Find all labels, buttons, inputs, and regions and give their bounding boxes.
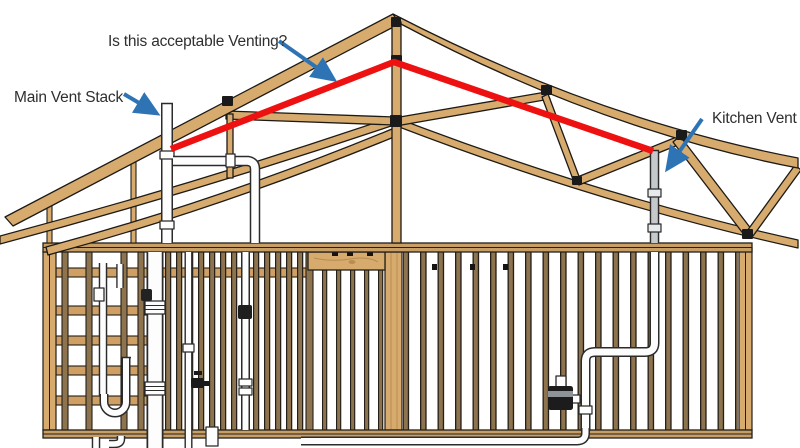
arrow-kitchen-vent [665,117,704,173]
kitchen-drain-pipe [301,252,660,446]
annotation-arrows [122,39,704,173]
web-post-right [541,93,581,183]
bottom-chord-right [393,116,799,249]
cleanout-box [205,426,219,447]
kitchen-vent-pipe [647,149,662,243]
main-vent-stack-pipe [159,102,175,243]
wall-studs-middle [150,252,306,430]
wall-studs-under-header [315,270,385,430]
arrow-main-vent [122,92,161,116]
attic-branch-pipe [173,153,261,243]
annotation-question-label: Is this acceptable Venting? [108,33,288,50]
proposed-vent-path [169,58,655,155]
main-stack-wall-pipe [141,252,166,448]
annotation-kitchen-vent-label: Kitchen Vent [712,110,798,127]
web-diagonal-right-3 [746,164,800,237]
wall-pipe-with-valve [182,252,210,448]
roof-truss [0,13,800,256]
left-drain-trap-pipe [91,263,131,448]
web-post-left [226,113,234,179]
door-header [307,251,386,271]
arrow-question [277,39,338,82]
trimmer-stud [305,251,314,431]
plumbing [91,102,662,448]
branch-drop-pipe [238,252,253,430]
rafter-right [392,13,799,169]
built-up-post [384,251,403,431]
annotation-main-vent-label: Main Vent Stack [14,89,123,106]
garbage-disposal [548,375,581,410]
bottom-chord-left-double [45,128,395,256]
top-plate [42,242,753,253]
